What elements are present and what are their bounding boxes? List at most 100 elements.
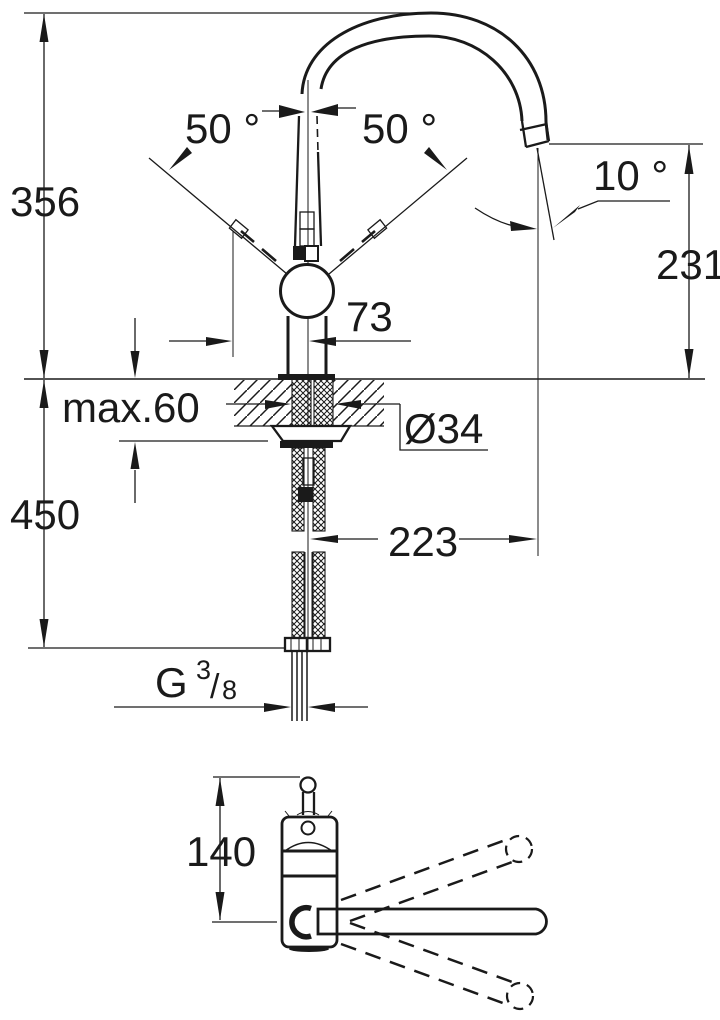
lever-pivot-top-view [300, 820, 316, 836]
swing-reference-line-left [148, 157, 288, 275]
arrow-left-icon [310, 535, 338, 543]
arrow-up-icon [130, 442, 140, 469]
dim-140: 140 [186, 776, 300, 923]
spout-joint-ring [289, 905, 312, 940]
angle-10: 10 ° [474, 152, 670, 231]
dim-dia34-label: Ø34 [404, 405, 483, 452]
lever-tip-outline-right [367, 218, 388, 240]
faucet-body [278, 263, 335, 380]
dim-450-label: 450 [10, 491, 80, 538]
spout-outer-arc [300, 11, 550, 141]
arrow-up-icon [215, 778, 225, 806]
angle-50-left-label: 50 ° [185, 105, 260, 152]
arrow-down-icon [39, 350, 49, 378]
arrow-right-icon [265, 400, 291, 409]
aerator-outlet [519, 120, 551, 149]
front-view: 356 450 max.60 Ø34 73 [10, 11, 720, 721]
arrow-right-icon [206, 337, 232, 346]
dim-max60: max.60 [62, 318, 268, 503]
inner-tube-detail [302, 457, 315, 486]
lever [293, 115, 323, 262]
dim-450-line [28, 380, 285, 649]
hose-nut-left [283, 636, 309, 653]
arrow-left-icon [335, 400, 361, 409]
dome-arc-top-view [284, 841, 333, 852]
angle-10-leader [577, 200, 670, 210]
dim-dia34-lines [226, 403, 488, 451]
hose-nut-right [305, 636, 332, 653]
dim-140-label: 140 [186, 828, 256, 875]
arrow-up-icon [39, 14, 49, 42]
spout-inner-arc [319, 34, 524, 122]
spout-dashed-lower [340, 921, 516, 1008]
lever-detail-lower [299, 228, 315, 247]
body-band-lines [283, 849, 336, 878]
dim-73: 73 [169, 231, 411, 357]
mounting-washer [280, 441, 333, 448]
spout-dashed-lower-cap [505, 981, 535, 1011]
swing-reference-line-right [328, 157, 468, 275]
spout-dashed-upper [340, 836, 516, 923]
hose-nut-facets [290, 638, 322, 651]
dim-g38: G 3 / 8 [114, 655, 368, 712]
mounting-shank [269, 375, 353, 448]
arrow-down-left-icon [169, 147, 192, 170]
spout [300, 11, 555, 241]
arrow-down-icon [39, 619, 49, 647]
g38-denominator: 8 [222, 675, 237, 705]
arrow-left-icon [311, 104, 338, 116]
dim-231-label: 231 [656, 241, 720, 288]
lever-tip-outline-left [228, 218, 249, 240]
arrow-left-icon [308, 703, 335, 712]
spout-arm-top-view [316, 907, 548, 936]
arrow-up-icon [684, 146, 694, 174]
g38-slash: / [210, 668, 220, 706]
lever-base-cap [304, 245, 319, 262]
dim-max60-lines [119, 318, 268, 503]
arrow-right-icon [279, 105, 305, 118]
spout-dashed-upper-cap [504, 834, 534, 864]
dim-356-label: 356 [10, 178, 80, 225]
angle-50-right-label: 50 ° [362, 105, 437, 152]
angle-10-label: 10 ° [593, 152, 668, 199]
dim-450: 450 [10, 380, 285, 649]
hose-left-lower [291, 551, 305, 639]
arrow-right-icon [509, 535, 537, 543]
lever-tilted-dashed-right [339, 230, 376, 262]
lever-stem-top-view [301, 792, 316, 815]
dim-dia34: Ø34 [226, 400, 488, 452]
arrow-left-icon [309, 337, 336, 346]
arrow-right-icon [264, 703, 291, 712]
hose-right-upper [312, 447, 326, 532]
hose-right-lower [312, 551, 326, 639]
spout-swivel-positions [340, 834, 535, 1011]
dim-max60-label: max.60 [62, 384, 200, 431]
lever-right-edge [316, 151, 323, 247]
body-base-edge [289, 946, 329, 952]
body-top-detail [284, 810, 333, 817]
ball-joint [279, 263, 335, 319]
angle-50-right: 50 ° [311, 104, 468, 275]
water-stream-line [536, 147, 555, 241]
arrow-down-icon [684, 349, 694, 377]
lever-base-block [293, 246, 305, 260]
g38-numerator: 3 [196, 655, 211, 685]
top-view: 140 [186, 776, 548, 1011]
inner-tube-fitting [298, 487, 313, 502]
lever-left-edge [293, 115, 301, 247]
arrow-down-left-icon [553, 205, 580, 228]
supply-hoses [283, 447, 332, 721]
arrow-up-icon [39, 380, 49, 408]
lever-tilted-dashed-left [240, 230, 277, 262]
arrow-down-right-icon [424, 147, 447, 170]
dim-223-label: 223 [388, 518, 458, 565]
mounting-nut [269, 424, 353, 443]
dim-356: 356 [10, 14, 80, 378]
g38-prefix: G [155, 659, 188, 706]
body-column [286, 316, 328, 374]
lever-right-edge-hidden [316, 115, 319, 153]
arrow-down-icon [130, 351, 140, 378]
lever-tip-top-view [299, 776, 317, 794]
supply-tube-ends [291, 651, 308, 721]
